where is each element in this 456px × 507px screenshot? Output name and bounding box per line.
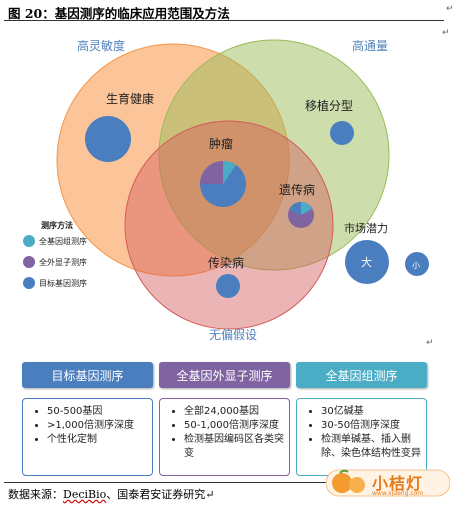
legend: 测序方法 全基因组测序 全外显子测序 目标基因测序 [23,220,87,289]
bottom-rule [4,482,444,483]
label-infectious-disease: 传染病 [208,255,244,270]
legend-swatch-genome [23,235,35,247]
pie-genetic-targeted [289,202,301,215]
label-market-potential: 市场潜力 [344,221,388,235]
paragraph-mark: ↵ [205,488,215,501]
pie-tumor-exome [200,161,223,184]
card-item: 检测基因编码区各类突变 [184,433,285,461]
legend-label-exome: 全外显子测序 [39,257,87,267]
legend-swatch-exome [23,256,35,268]
legend-label-targeted: 目标基因测序 [39,278,87,288]
pie-genetic [288,202,314,228]
logo-brand: 小桔灯 [372,474,424,493]
label-tumor: 肿瘤 [209,136,233,151]
card-item: >1,000倍测序深度 [47,419,148,433]
marker-transplant-targeted [330,121,354,145]
card-head-targeted: 目标基因测序 [22,362,153,388]
source-note: 数据来源：DeciBio、国泰君安证券研究↵ [8,486,214,502]
circle-high-throughput [158,39,390,271]
marker-market-small [405,252,429,276]
source-suffix: 、国泰君安证券研究 [106,488,206,501]
pie-tumor-genome [223,160,236,184]
card-body-genome: 30亿碱基 30-50倍测序深度 检测单碱基、插入删除、染色体结构性变异 [296,398,427,476]
circle-unbiased [124,120,334,330]
label-high-sensitivity: 高灵敏度 [77,38,125,53]
label-unbiased: 无偏假设 [209,327,257,342]
marker-market-large [345,240,389,284]
logo-url: www.xjdeng.com [372,490,424,497]
paragraph-mark: ↵ [442,28,450,38]
card-item: 30-50倍测序深度 [321,419,422,433]
card-item: 个性化定制 [47,433,148,447]
orange-icon [349,477,365,493]
legend-label-genome: 全基因组测序 [39,236,87,246]
page-title: 图 20：基因测序的临床应用范围及方法 [8,6,230,21]
venn-diagram: 高灵敏度 高通量 无偏假设 生育健康 移植分型 肿瘤 遗传病 传染病 市场潜力 … [23,38,429,342]
source-prefix: 数据来源： [8,488,63,501]
label-market-large: 大 [361,255,372,269]
card-body-targeted: 50-500基因 >1,000倍测序深度 个性化定制 [22,398,153,476]
pie-genetic-genome [301,202,312,215]
pie-tumor [200,160,246,207]
marker-infectious-targeted [216,274,240,298]
paragraph-mark: ↵ [426,338,434,348]
card-head-exome: 全基因外显子测序 [159,362,290,388]
marker-reproductive-targeted [85,116,131,162]
card-head-genome: 全基因组测序 [296,362,427,388]
legend-swatch-targeted [23,277,35,289]
card-item: 30亿碱基 [321,405,422,419]
source-decibio: DeciBio [63,488,107,501]
card-body-exome: 全部24,000基因 50-1,000倍测序深度 检测基因编码区各类突变 [159,398,290,476]
label-high-throughput: 高通量 [352,38,388,53]
card-item: 50-1,000倍测序深度 [184,419,285,433]
card-item: 50-500基因 [47,405,148,419]
watermark-logo [326,469,450,497]
legend-title: 测序方法 [41,220,73,230]
paragraph-mark: ↵ [446,4,454,14]
card-item: 全部24,000基因 [184,405,285,419]
card-item: 检测单碱基、插入删除、染色体结构性变异 [321,433,422,461]
label-reproductive-health: 生育健康 [106,91,154,106]
top-rule [4,20,444,21]
orange-icon [332,473,352,493]
label-genetic-disease: 遗传病 [279,182,315,197]
label-transplant-typing: 移植分型 [305,98,353,113]
label-market-small: 小 [412,261,420,270]
